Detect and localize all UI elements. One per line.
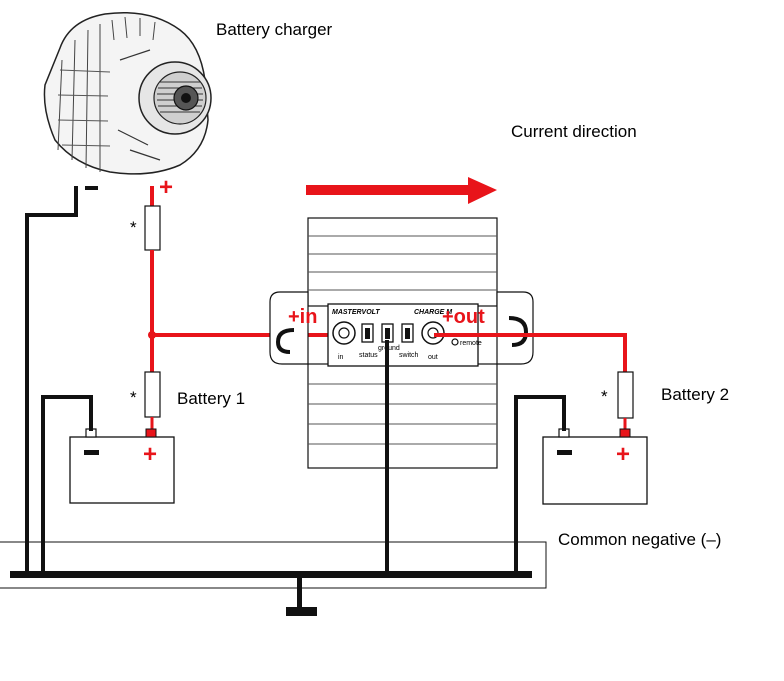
battery2-minus-sign — [557, 450, 572, 455]
common-negative-outline — [0, 541, 547, 589]
fuse-battery1 — [144, 371, 161, 418]
ground-stem — [297, 575, 302, 611]
fuse-mark-battery2: * — [601, 387, 608, 406]
battery1-minus-sign — [84, 450, 99, 455]
remote-dot — [451, 338, 459, 346]
battery1-plus-sign: + — [143, 441, 157, 468]
current-direction-arrow — [306, 177, 497, 204]
battery2-label: Battery 2 — [661, 385, 729, 404]
remote-label: remote — [460, 340, 482, 347]
in-label: +in — [288, 306, 317, 328]
ground-symbol — [286, 607, 317, 616]
brand-label: MASTERVOLT — [332, 309, 380, 316]
fuse-charger — [144, 205, 161, 251]
model-label: CHARGE M — [414, 309, 452, 316]
charger-plus-sign: + — [159, 174, 173, 201]
alternator-icon — [43, 11, 212, 175]
fuse-mark-charger: * — [130, 218, 137, 237]
battery2-plus-sign: + — [616, 441, 630, 468]
terminal-label-out: out — [428, 354, 438, 361]
battery-charger-label: Battery charger — [216, 20, 333, 39]
battery1: + — [69, 428, 175, 504]
terminal-label-switch: switch — [399, 352, 419, 359]
battery2: + — [542, 428, 648, 505]
fuse-battery2 — [617, 371, 634, 419]
charger-negative-wire — [25, 186, 78, 577]
battery2-negative-wire — [514, 395, 566, 577]
terminal-label-in: in — [338, 354, 344, 361]
battery1-negative-wire — [41, 395, 93, 577]
terminal-label-status: status — [359, 352, 378, 359]
common-negative-label: Common negative (–) — [558, 530, 721, 549]
common-negative-bus — [10, 571, 532, 578]
battery-to-battery-charger — [269, 217, 534, 469]
current-direction-label: Current direction — [511, 122, 637, 141]
fuse-mark-battery1: * — [130, 388, 137, 407]
out-label: +out — [442, 306, 485, 328]
output-positive-wire — [434, 333, 627, 372]
in-terminal — [332, 321, 356, 345]
charger-minus-sign — [85, 186, 98, 190]
battery1-label: Battery 1 — [177, 389, 245, 408]
